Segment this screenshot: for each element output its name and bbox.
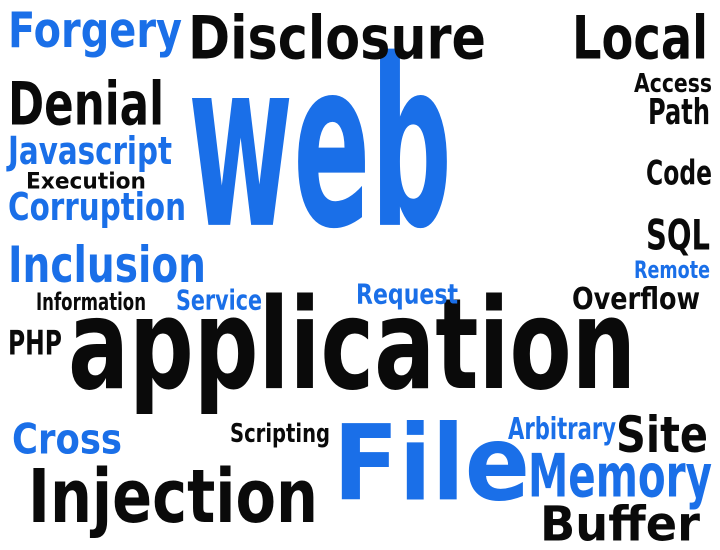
word-sql: SQL: [646, 210, 710, 260]
word-application: application: [68, 270, 636, 419]
word-path: Path: [648, 90, 710, 133]
word-remote: Remote: [634, 255, 710, 284]
word-cross: Cross: [12, 414, 122, 464]
word-arbitrary: Arbitrary: [508, 411, 616, 447]
word-php: PHP: [8, 322, 62, 363]
word-scripting: Scripting: [230, 417, 330, 449]
word-information: Information: [36, 287, 146, 316]
word-memory: Memory: [528, 440, 712, 511]
word-forgery: Forgery: [8, 1, 182, 59]
word-execution: Execution: [26, 168, 146, 194]
word-site: Site: [616, 405, 708, 464]
word-request: Request: [356, 277, 458, 311]
word-inclusion: Inclusion: [8, 235, 206, 294]
word-disclosure: Disclosure: [188, 2, 487, 73]
word-overflow: Overflow: [572, 281, 700, 317]
word-corruption: Corruption: [8, 184, 186, 230]
word-buffer: Buffer: [540, 495, 700, 550]
word-injection: Injection: [28, 453, 318, 540]
word-javascript: Javascript: [8, 128, 172, 174]
word-access: Access: [634, 67, 712, 99]
word-file: File: [333, 402, 530, 525]
word-local: Local: [572, 2, 708, 73]
word-web: web: [188, 9, 452, 281]
word-denial: Denial: [8, 68, 164, 139]
word-code: Code: [646, 152, 712, 193]
word-service: Service: [176, 283, 262, 317]
